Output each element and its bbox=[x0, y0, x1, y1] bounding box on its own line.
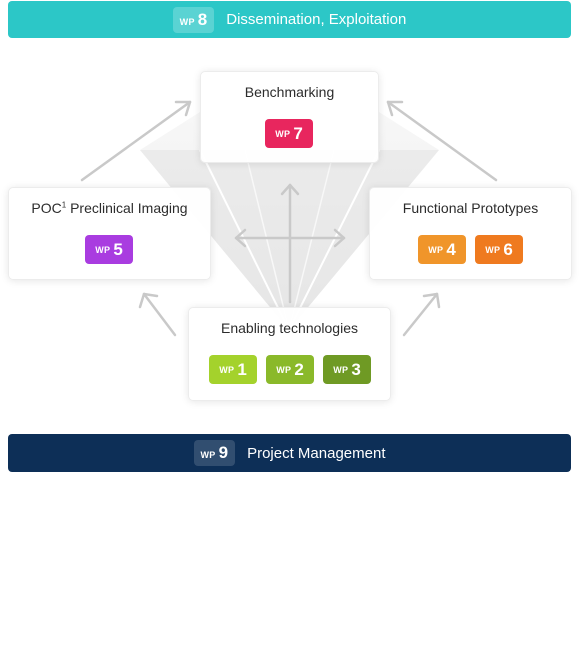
wp7-prefix: WP bbox=[275, 128, 291, 139]
arrow-cross-horizontal bbox=[234, 228, 346, 248]
poc-box: POC1 Preclinical Imaging WP 5 bbox=[8, 187, 211, 280]
enabling-title: Enabling technologies bbox=[221, 320, 358, 336]
wp2-number: 2 bbox=[294, 359, 304, 379]
wp3-prefix: WP bbox=[333, 364, 349, 375]
arrow-cross-vertical bbox=[280, 183, 300, 304]
wp3-badge: WP 3 bbox=[323, 355, 371, 384]
wp2-badge: WP 2 bbox=[266, 355, 314, 384]
wp9-prefix: WP bbox=[200, 450, 216, 460]
arrow-enabling-to-functional bbox=[402, 292, 441, 337]
wp9-chip: WP 9 bbox=[193, 440, 236, 466]
wp1-prefix: WP bbox=[219, 364, 235, 375]
wp9-title: Project Management bbox=[247, 444, 386, 462]
wp4-number: 4 bbox=[446, 239, 456, 259]
wp1-number: 1 bbox=[237, 359, 247, 379]
wp2-prefix: WP bbox=[276, 364, 292, 375]
wp8-prefix: WP bbox=[179, 16, 195, 27]
arrow-functional-to-benchmarking bbox=[386, 100, 498, 182]
wp5-number: 5 bbox=[113, 239, 123, 259]
wp9-bar: WP 9 Project Management bbox=[8, 434, 571, 472]
functional-box: Functional Prototypes WP 4 WP 6 bbox=[369, 187, 572, 280]
wp8-bar: WP 8 Dissemination, Exploitation bbox=[8, 1, 571, 38]
wp6-number: 6 bbox=[503, 239, 513, 259]
wp3-number: 3 bbox=[351, 359, 361, 379]
wp6-prefix: WP bbox=[485, 244, 501, 255]
wp5-badge: WP 5 bbox=[85, 235, 133, 264]
wp4-badge: WP 4 bbox=[418, 235, 466, 264]
arrow-poc-to-benchmarking bbox=[80, 100, 192, 182]
benchmarking-title: Benchmarking bbox=[244, 84, 335, 100]
poc-footnote-mark: 1 bbox=[61, 200, 67, 210]
wp8-title: Dissemination, Exploitation bbox=[226, 11, 407, 28]
wp5-prefix: WP bbox=[95, 244, 111, 255]
poc-title: POC1 Preclinical Imaging bbox=[9, 200, 210, 216]
poc-title-main: POC bbox=[31, 200, 62, 216]
wp6-badge: WP 6 bbox=[475, 235, 523, 264]
benchmarking-box: Benchmarking WP 7 bbox=[200, 71, 379, 163]
wp7-badge: WP 7 bbox=[265, 119, 313, 148]
arrow-enabling-to-poc bbox=[138, 292, 177, 337]
wp1-badge: WP 1 bbox=[209, 355, 257, 384]
wp8-chip: WP 8 bbox=[172, 6, 215, 33]
wp4-prefix: WP bbox=[428, 244, 444, 255]
poc-title-rest: Preclinical Imaging bbox=[66, 200, 188, 216]
wp9-number: 9 bbox=[218, 443, 229, 462]
wp8-number: 8 bbox=[197, 9, 208, 29]
functional-title: Functional Prototypes bbox=[402, 200, 539, 216]
enabling-box: Enabling technologies WP 1 WP 2 WP 3 bbox=[188, 307, 391, 401]
wp7-number: 7 bbox=[293, 123, 303, 143]
